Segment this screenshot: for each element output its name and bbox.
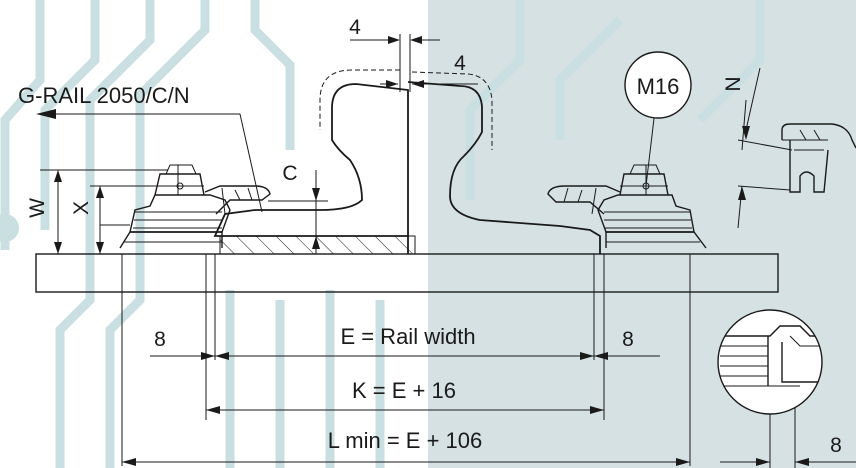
circuit-decoration [0, 0, 765, 468]
detail-circle-view [717, 309, 823, 415]
clip-detail-view [781, 123, 856, 193]
dim-w-label: W [26, 198, 49, 218]
rail-width-equation: E = Rail width [340, 324, 475, 349]
circuit-node [0, 214, 19, 242]
rail-dashed-right [411, 71, 493, 150]
clamp-left [119, 164, 271, 249]
arrowheads [36, 36, 809, 466]
product-label: G-RAIL 2050/C/N [18, 83, 190, 108]
dim-left-8: 8 [154, 328, 166, 351]
dim-c-label: C [282, 162, 297, 185]
rail-dashed-left [319, 69, 400, 130]
rail-profile-left [213, 83, 409, 254]
dim-top-4a: 4 [349, 16, 361, 39]
bolt-size-label: M16 [637, 74, 680, 99]
l-min-equation: L min = E + 106 [328, 428, 483, 453]
dim-n-label: N [722, 76, 745, 91]
bolt-callout-circle [624, 51, 692, 119]
clamp-right [547, 164, 707, 249]
dim-detail-8: 8 [830, 434, 842, 457]
dim-right-8: 8 [622, 328, 634, 351]
k-equation: K = E + 16 [352, 378, 456, 403]
dim-x-label: X [70, 201, 93, 215]
rail-profile-right [407, 81, 601, 254]
dim-top-4b: 4 [454, 52, 466, 75]
